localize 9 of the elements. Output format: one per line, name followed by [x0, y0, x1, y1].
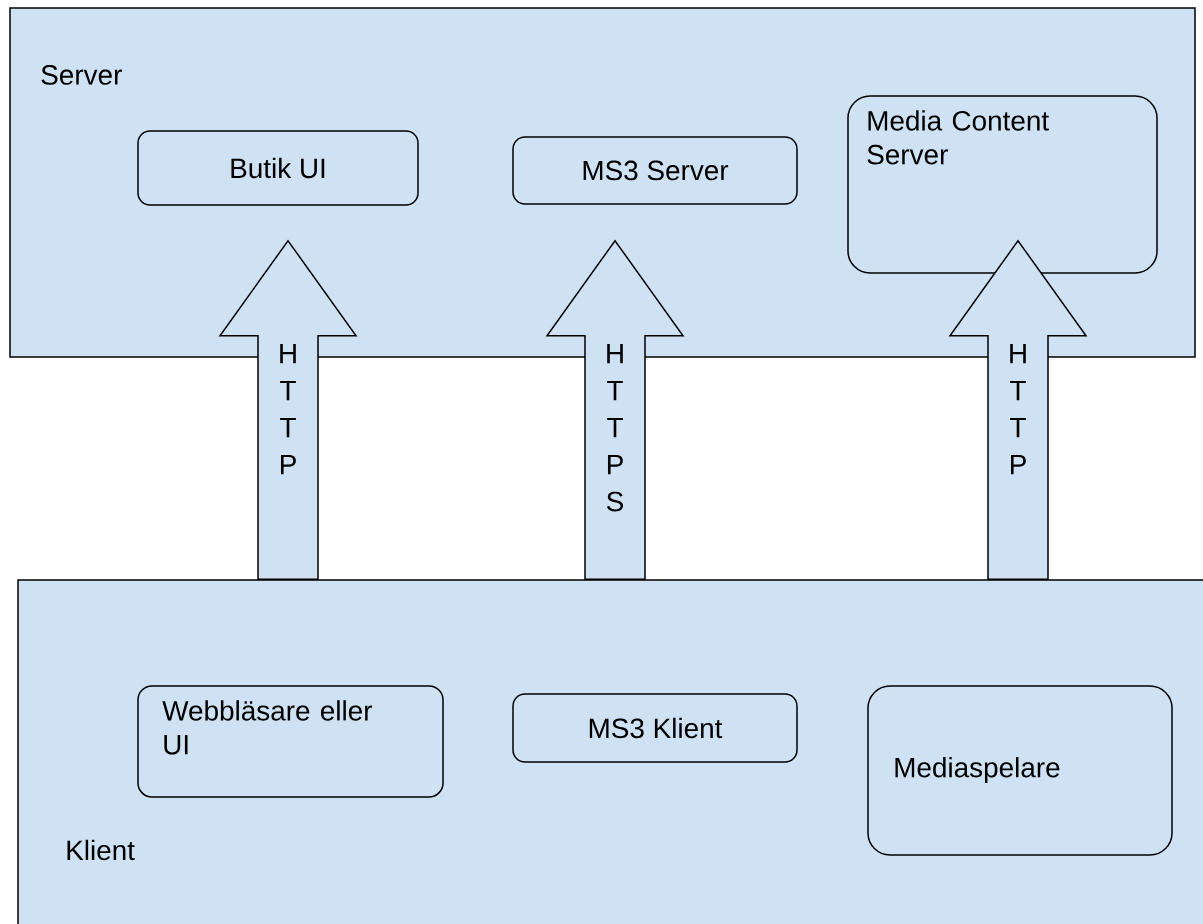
component-box: MS3 Klient: [512, 693, 798, 763]
edge-label: HTTP: [270, 342, 306, 476]
component-box: Media Content Server: [847, 95, 1158, 274]
component-box: Mediaspelare: [867, 685, 1173, 856]
edge-label: HTTP: [1000, 342, 1036, 476]
component-box: Butik UI: [137, 130, 419, 206]
component-box: Webbläsare eller UI: [137, 685, 444, 798]
component-box: MS3 Server: [512, 136, 798, 205]
edge-label: HTTPS: [597, 342, 633, 513]
